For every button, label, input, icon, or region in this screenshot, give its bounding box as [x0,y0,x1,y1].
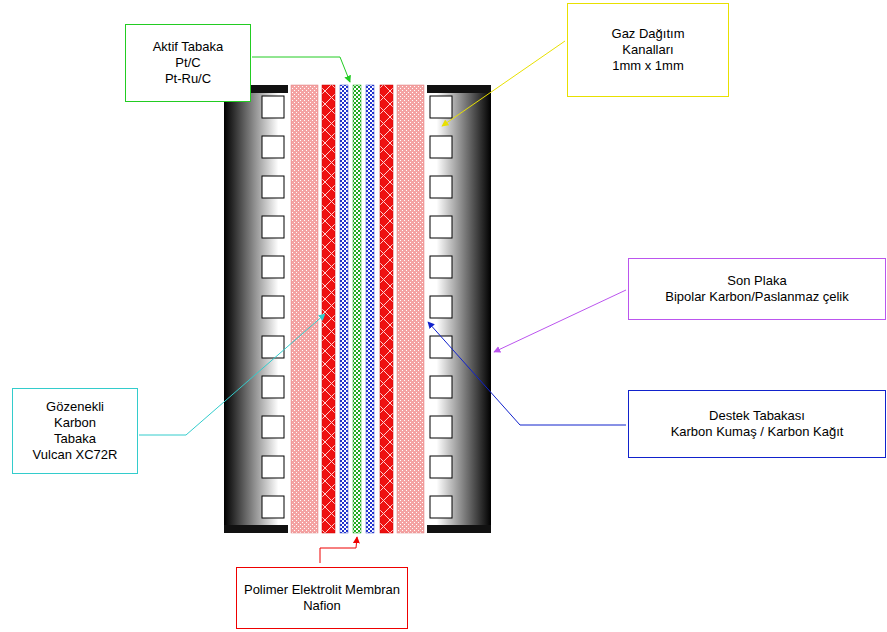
callout-box: Destek TabakasıKarbon Kumaş / Karbon Kağ… [628,390,886,458]
callout-box: Gaz Dağıtım Kanalları1mm x 1mm [567,3,729,97]
callout-text: Vulcan XC72R [19,447,131,463]
callout-text: Pt-Ru/C [132,71,244,87]
callout-text: Gaz Dağıtım Kanalları [598,26,698,58]
backing-layer [397,85,424,533]
backing-layer [291,85,318,533]
gas-channel [430,296,452,318]
gas-channel [430,416,452,438]
end-plate [427,85,491,533]
active-layer [340,85,348,533]
gas-channel [430,256,452,278]
end-plate [224,85,288,533]
leader-line [139,314,325,435]
active-layer [366,85,374,533]
callout-text: Polimer Elektrolit Membran [243,582,401,598]
gas-channel [262,296,284,318]
callout-text: Son Plaka [635,273,879,289]
gas-channel [430,216,452,238]
callout-text: 1mm x 1mm [574,58,722,74]
gas-channel [262,376,284,398]
membrane-layer [353,85,361,533]
leader-line [442,41,565,126]
callout-text: Pt/C [132,55,244,71]
gas-channel [262,456,284,478]
gas-channel [262,136,284,158]
gas-channel [430,176,452,198]
callout-box: Son PlakaBipolar Karbon/Paslanmaz çelik [628,258,886,320]
gas-channel [262,416,284,438]
leader-line [320,537,357,563]
gas-channel [262,496,284,518]
callout-box: Polimer Elektrolit MembranNafion [236,567,408,629]
gas-channel [430,496,452,518]
callout-box: Aktif TabakaPt/CPt-Ru/C [125,24,251,102]
gas-channel [262,216,284,238]
gas-channel [262,176,284,198]
callout-text: Karbon Kumaş / Karbon Kağıt [635,424,879,440]
end-plate-edge [224,525,288,533]
gas-channel [262,336,284,358]
end-plate-edge [427,85,491,93]
callout-text: Bipolar Karbon/Paslanmaz çelik [635,289,879,305]
callout-text: Destek Tabakası [635,408,879,424]
gas-channel [262,256,284,278]
gas-channel [430,96,452,118]
callout-text: Gözenekli Karbon Tabaka [35,399,115,447]
callout-box: Gözenekli Karbon TabakaVulcan XC72R [12,388,138,474]
end-plate-edge [427,525,491,533]
gas-channel [430,136,452,158]
gas-channel [262,96,284,118]
leader-line [428,322,626,425]
porous-carbon-layer [380,85,393,533]
gas-channel [430,456,452,478]
leader-line [494,290,626,352]
gas-channel [430,336,452,358]
leader-line [252,57,350,82]
porous-carbon-layer [322,85,335,533]
callout-text: Nafion [243,598,401,614]
callout-text: Aktif Tabaka [132,39,244,55]
gas-channel [430,376,452,398]
